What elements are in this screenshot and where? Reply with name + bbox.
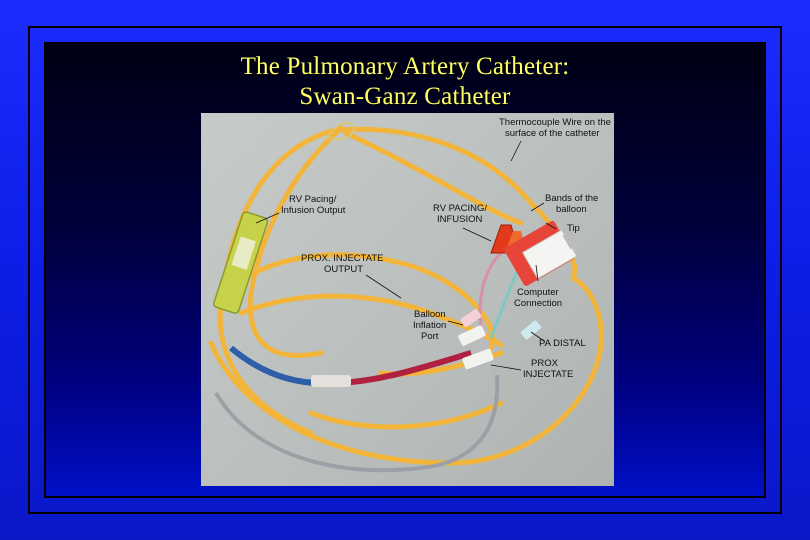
catheter-illustration: [208, 122, 604, 473]
label-rv-pacing-output-line2: Infusion Output: [281, 205, 346, 216]
label-leader-lines: [255, 140, 557, 371]
label-computer-connection-line1: Computer: [517, 287, 559, 298]
label-balloon-port-line3: Port: [421, 331, 439, 342]
label-rv-pacing-infusion-line2: INFUSION: [437, 214, 483, 225]
hub-sleeve: [311, 375, 351, 387]
label-thermocouple-line1: Thermocouple Wire on the: [499, 117, 611, 128]
label-rv-pacing-output-line1: RV Pacing/: [289, 194, 337, 205]
clear-tube: [214, 374, 500, 473]
outer-frame-line: [28, 26, 782, 514]
green-module: [213, 211, 269, 314]
label-computer-connection-line2: Connection: [514, 298, 563, 309]
catheter-tip-coil: [327, 122, 355, 141]
label-balloon-port-line2: Inflation: [413, 320, 447, 331]
label-prox-injectate-output-line2: OUTPUT: [324, 264, 364, 275]
label-pa-distal: PA DISTAL: [539, 338, 586, 349]
label-prox-injectate-line2: INJECTATE: [523, 369, 574, 380]
catheter-photo: Thermocouple Wire on the surface of the …: [201, 113, 614, 486]
slide-title-line1: The Pulmonary Artery Catheter:: [240, 53, 570, 80]
yellow-catheter-lines: [208, 125, 604, 466]
label-prox-injectate-output-line1: PROX. INJECTATE: [301, 253, 384, 264]
label-balloon-port-line1: Balloon: [414, 309, 446, 320]
label-rv-pacing-infusion-line1: RV PACING/: [433, 203, 488, 214]
label-bands-line1: Bands of the: [545, 193, 599, 204]
label-prox-injectate-line1: PROX: [531, 358, 558, 369]
port-connectors: [458, 308, 542, 370]
label-tip: Tip: [567, 223, 580, 234]
label-thermocouple-line2: surface of the catheter: [505, 128, 600, 139]
label-bands-line2: balloon: [556, 204, 587, 215]
slide-title-line2: Swan-Ganz Catheter: [299, 83, 511, 110]
